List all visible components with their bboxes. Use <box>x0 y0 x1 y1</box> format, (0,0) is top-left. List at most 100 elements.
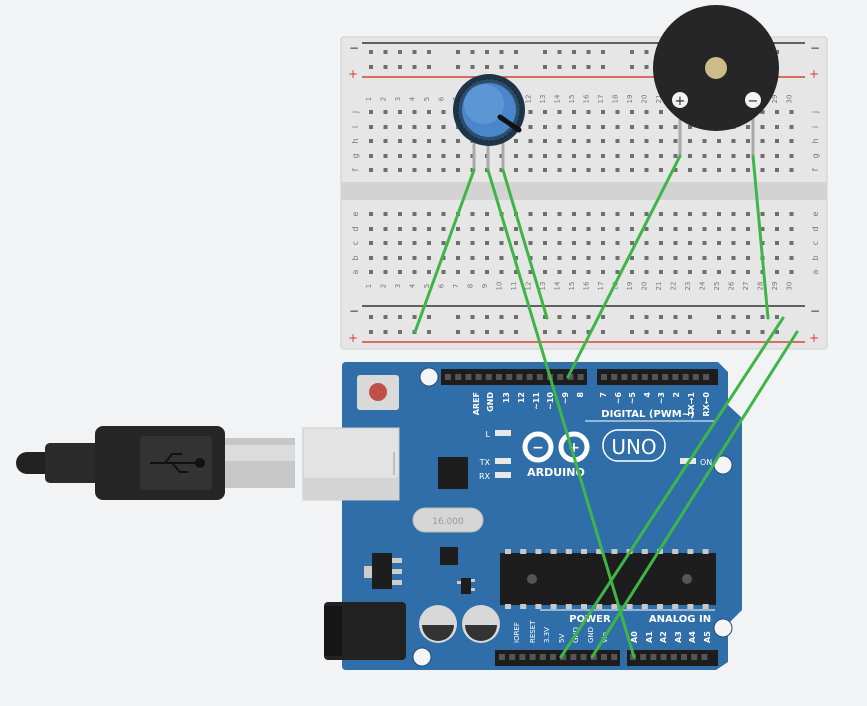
rail-hole[interactable] <box>673 315 678 319</box>
wire-rail-to-5v[interactable] <box>590 330 799 659</box>
terminal-hole[interactable] <box>659 270 663 274</box>
terminal-hole[interactable] <box>789 125 794 129</box>
terminal-hole[interactable] <box>615 270 620 274</box>
terminal-hole[interactable] <box>470 212 475 216</box>
rail-hole[interactable] <box>412 315 417 319</box>
terminal-hole[interactable] <box>731 227 736 231</box>
terminal-hole[interactable] <box>383 256 388 260</box>
terminal-hole[interactable] <box>673 227 678 231</box>
rail-hole[interactable] <box>601 315 605 319</box>
terminal-hole[interactable] <box>499 256 504 260</box>
terminal-hole[interactable] <box>601 110 605 114</box>
terminal-hole[interactable] <box>615 256 620 260</box>
terminal-hole[interactable] <box>775 154 779 158</box>
terminal-hole[interactable] <box>731 139 736 143</box>
rail-hole[interactable] <box>456 65 460 69</box>
digital-pin-socket[interactable] <box>662 374 669 380</box>
digital-pin-socket[interactable] <box>536 374 543 380</box>
terminal-hole[interactable] <box>702 168 707 172</box>
digital-pin-socket[interactable] <box>475 374 482 380</box>
rail-hole[interactable] <box>398 50 402 54</box>
rail-hole[interactable] <box>383 50 388 54</box>
rail-hole[interactable] <box>427 315 431 319</box>
terminal-hole[interactable] <box>630 168 634 172</box>
power-pin-socket[interactable] <box>570 654 577 660</box>
rail-hole[interactable] <box>369 330 373 334</box>
wire-pot-right-to-5v-rail[interactable] <box>501 168 549 320</box>
terminal-hole[interactable] <box>688 256 692 260</box>
terminal-hole[interactable] <box>760 212 765 216</box>
rail-hole[interactable] <box>586 65 591 69</box>
rail-hole[interactable] <box>659 330 663 334</box>
terminal-hole[interactable] <box>456 256 460 260</box>
terminal-hole[interactable] <box>659 125 663 129</box>
terminal-hole[interactable] <box>369 168 373 172</box>
terminal-hole[interactable] <box>369 212 373 216</box>
rail-hole[interactable] <box>499 65 504 69</box>
terminal-hole[interactable] <box>688 270 692 274</box>
terminal-hole[interactable] <box>702 154 707 158</box>
terminal-hole[interactable] <box>427 270 431 274</box>
terminal-hole[interactable] <box>688 241 692 245</box>
terminal-hole[interactable] <box>528 139 533 143</box>
terminal-hole[interactable] <box>789 270 794 274</box>
rail-hole[interactable] <box>456 50 460 54</box>
terminal-hole[interactable] <box>441 139 446 143</box>
terminal-hole[interactable] <box>383 227 388 231</box>
terminal-hole[interactable] <box>717 154 721 158</box>
terminal-hole[interactable] <box>572 227 576 231</box>
rail-hole[interactable] <box>688 330 692 334</box>
terminal-hole[interactable] <box>557 139 562 143</box>
rail-hole[interactable] <box>398 330 402 334</box>
terminal-hole[interactable] <box>673 125 678 129</box>
rail-hole[interactable] <box>499 315 504 319</box>
terminal-hole[interactable] <box>485 212 489 216</box>
terminal-hole[interactable] <box>383 241 388 245</box>
terminal-hole[interactable] <box>499 270 504 274</box>
terminal-hole[interactable] <box>644 110 649 114</box>
terminal-hole[interactable] <box>441 168 446 172</box>
rail-hole[interactable] <box>775 315 779 319</box>
terminal-hole[interactable] <box>572 270 576 274</box>
terminal-hole[interactable] <box>644 256 649 260</box>
terminal-hole[interactable] <box>731 241 736 245</box>
terminal-hole[interactable] <box>688 227 692 231</box>
rail-hole[interactable] <box>499 50 504 54</box>
rail-hole[interactable] <box>572 65 576 69</box>
rail-hole[interactable] <box>586 315 591 319</box>
terminal-hole[interactable] <box>673 212 678 216</box>
rail-hole[interactable] <box>514 315 518 319</box>
analog-pin-socket[interactable] <box>650 654 657 660</box>
terminal-hole[interactable] <box>557 241 562 245</box>
terminal-hole[interactable] <box>630 125 634 129</box>
terminal-hole[interactable] <box>615 154 620 158</box>
digital-pin-socket[interactable] <box>652 374 658 380</box>
digital-pin-socket[interactable] <box>703 374 709 380</box>
reset-button[interactable] <box>369 383 387 401</box>
digital-pin-socket[interactable] <box>516 374 523 380</box>
terminal-hole[interactable] <box>572 168 576 172</box>
terminal-hole[interactable] <box>369 256 373 260</box>
terminal-hole[interactable] <box>456 154 460 158</box>
terminal-hole[interactable] <box>601 227 605 231</box>
terminal-hole[interactable] <box>775 139 779 143</box>
analog-pin-socket[interactable] <box>660 654 667 660</box>
terminal-hole[interactable] <box>644 227 649 231</box>
terminal-hole[interactable] <box>630 154 634 158</box>
terminal-hole[interactable] <box>586 270 591 274</box>
terminal-hole[interactable] <box>412 256 417 260</box>
terminal-hole[interactable] <box>731 168 736 172</box>
terminal-hole[interactable] <box>427 212 431 216</box>
terminal-hole[interactable] <box>717 241 721 245</box>
terminal-hole[interactable] <box>746 139 750 143</box>
terminal-hole[interactable] <box>775 227 779 231</box>
rail-hole[interactable] <box>630 330 634 334</box>
terminal-hole[interactable] <box>543 110 547 114</box>
terminal-hole[interactable] <box>586 125 591 129</box>
terminal-hole[interactable] <box>702 241 707 245</box>
terminal-hole[interactable] <box>717 212 721 216</box>
terminal-hole[interactable] <box>412 139 417 143</box>
terminal-hole[interactable] <box>615 241 620 245</box>
terminal-hole[interactable] <box>543 227 547 231</box>
terminal-hole[interactable] <box>412 227 417 231</box>
